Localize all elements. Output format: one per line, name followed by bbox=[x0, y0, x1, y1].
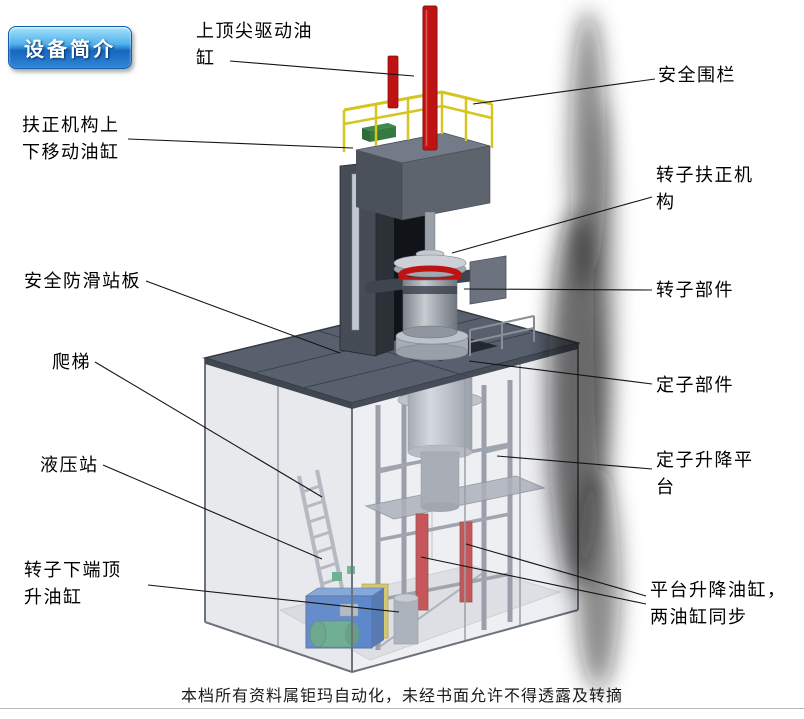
valve-block bbox=[332, 572, 342, 581]
green-plate bbox=[362, 123, 396, 131]
rotor-assembly bbox=[366, 211, 507, 339]
title-badge: 设备简介 bbox=[8, 26, 132, 69]
bottom-divider bbox=[0, 708, 804, 709]
enclosure-frame bbox=[204, 342, 579, 673]
leader-centering-lift-cylinder bbox=[127, 138, 354, 149]
leader-top-spindle-cylinder bbox=[229, 60, 415, 77]
leader-stator-lift-platform bbox=[496, 455, 653, 470]
leader-rotor-bottom-jack-cylinder bbox=[147, 584, 400, 613]
label-centering-lift-cylinder: 扶正机构上下移动油缸 bbox=[22, 115, 120, 163]
centering-bracket bbox=[469, 255, 507, 305]
leader-anti-slip-platform bbox=[145, 280, 341, 354]
top-cylinder-rod bbox=[422, 5, 438, 151]
label-anti-slip-platform: 安全防滑站板 bbox=[24, 271, 141, 292]
leader-rotor-centering-mechanism bbox=[451, 196, 653, 254]
label-top-spindle-cylinder: 上顶尖驱动油缸 bbox=[196, 21, 313, 69]
label-platform-lift-cylinders: 平台升降油缸，两油缸同步 bbox=[650, 580, 787, 628]
rotor-jack-cylinder bbox=[393, 593, 419, 645]
title-badge-label: 设备简介 bbox=[24, 37, 116, 61]
label-rotor-part: 转子部件 bbox=[656, 280, 734, 301]
leader-rotor-part bbox=[463, 288, 653, 291]
deck-side-rail bbox=[469, 315, 535, 356]
shadow-smudge bbox=[548, 10, 620, 690]
label-ladder: 爬梯 bbox=[52, 352, 91, 373]
label-safety-fence: 安全围栏 bbox=[658, 65, 736, 86]
leader-lines bbox=[94, 60, 656, 613]
leader-platform-lift-cylinder-b bbox=[420, 556, 647, 605]
label-stator-lift-platform: 定子升降平台 bbox=[656, 450, 754, 498]
safety-fence bbox=[342, 90, 494, 152]
label-stator-part: 定子部件 bbox=[656, 375, 734, 396]
top-cylinder-rod-2 bbox=[387, 55, 399, 109]
leader-platform-lift-cylinder-a bbox=[465, 543, 647, 597]
leader-hydraulic-station bbox=[102, 464, 323, 560]
leader-stator-part bbox=[468, 360, 653, 385]
leader-ladder bbox=[94, 361, 323, 498]
label-rotor-centering-mechanism: 转子扶正机构 bbox=[656, 165, 754, 213]
label-rotor-bottom-jack-cylinder: 转子下端顶升油缸 bbox=[24, 560, 122, 608]
rotor-shaft bbox=[424, 211, 436, 255]
top-cylinder bbox=[387, 5, 438, 151]
label-hydraulic-station: 液压站 bbox=[40, 455, 99, 476]
enclosure-interior bbox=[278, 303, 562, 661]
leader-safety-fence bbox=[472, 78, 656, 105]
centering-cylinder-rod bbox=[351, 173, 360, 331]
lower-lift-cylinders bbox=[415, 513, 473, 611]
confidential-footer: 本档所有资料属钜玛自动化，未经书面允许不得透露及转摘 bbox=[180, 686, 623, 705]
